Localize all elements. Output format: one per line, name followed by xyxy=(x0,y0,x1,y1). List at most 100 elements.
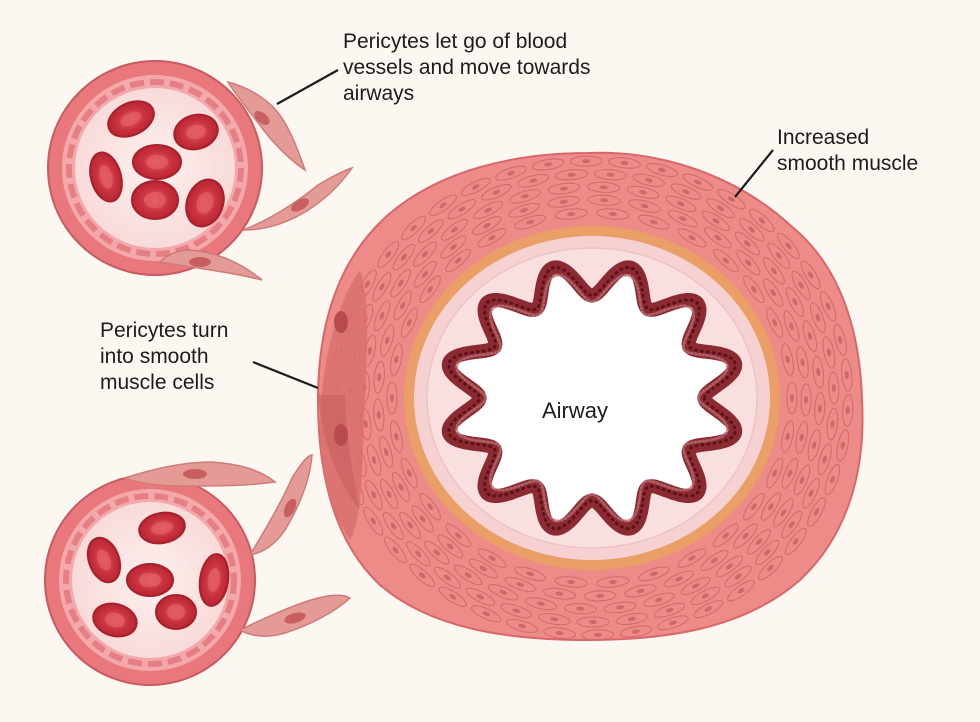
muscle-cell xyxy=(836,429,850,462)
muscle-nucleus xyxy=(479,565,487,572)
muscle-nucleus xyxy=(658,167,666,173)
muscle-cell xyxy=(603,601,637,614)
muscle-nucleus xyxy=(371,491,377,499)
muscle-cell xyxy=(563,603,597,615)
muscle-nucleus xyxy=(608,579,617,585)
muscle-cell xyxy=(638,214,670,230)
muscle-nucleus xyxy=(722,532,730,539)
muscle-nucleus xyxy=(367,346,372,355)
muscle-nucleus xyxy=(798,281,804,289)
muscle-nucleus xyxy=(600,198,609,203)
muscle-nucleus xyxy=(845,406,850,415)
muscle-cell xyxy=(400,307,418,339)
muscle-cell xyxy=(767,242,791,269)
muscle-nucleus xyxy=(419,515,426,523)
muscle-nucleus xyxy=(704,606,712,612)
muscle-cell xyxy=(793,464,811,496)
muscle-nucleus xyxy=(422,270,429,278)
muscle-nucleus xyxy=(758,217,766,224)
muscle-nucleus xyxy=(780,509,787,517)
muscle-cell xyxy=(393,290,412,321)
muscle-nucleus xyxy=(644,178,653,183)
muscle-cell xyxy=(504,576,536,593)
muscle-nucleus xyxy=(390,394,394,402)
leader-line-pericytes-leave xyxy=(276,69,339,105)
muscle-nucleus xyxy=(383,448,389,456)
muscle-nucleus xyxy=(750,285,757,293)
muscle-nucleus xyxy=(415,550,422,557)
label-line: airways xyxy=(343,82,415,105)
muscle-cell xyxy=(817,443,832,476)
muscle-cell xyxy=(690,586,721,606)
muscle-nucleus xyxy=(825,302,831,311)
muscle-nucleus xyxy=(714,234,722,241)
muscle-cell xyxy=(477,548,507,568)
muscle-nucleus xyxy=(830,420,835,429)
pericyte-merging-into-wall xyxy=(318,270,368,540)
muscle-nucleus xyxy=(822,455,827,464)
muscle-cell xyxy=(766,457,784,489)
muscle-nucleus xyxy=(418,572,426,579)
label-line: Increased xyxy=(777,126,870,149)
muscle-nucleus xyxy=(537,601,545,606)
muscle-cell xyxy=(445,248,472,273)
muscle-cell xyxy=(440,218,469,241)
muscle-cell xyxy=(677,228,707,248)
muscle-cell xyxy=(379,479,399,510)
muscle-cell xyxy=(800,260,821,290)
muscle-nucleus xyxy=(450,244,457,251)
muscle-nucleus xyxy=(734,573,742,580)
muscle-nucleus xyxy=(655,597,663,602)
muscle-nucleus xyxy=(838,336,843,344)
muscle-nucleus xyxy=(745,259,752,266)
muscle-nucleus xyxy=(737,587,745,594)
muscle-nucleus xyxy=(499,589,507,595)
muscle-cell xyxy=(445,523,472,548)
muscle-cell xyxy=(382,512,404,540)
muscle-nucleus xyxy=(792,298,798,306)
muscle-nucleus xyxy=(398,483,404,491)
muscle-cell xyxy=(470,605,502,623)
muscle-cell xyxy=(391,472,410,502)
muscle-nucleus xyxy=(675,576,683,582)
leader-lines xyxy=(252,69,774,390)
muscle-nucleus xyxy=(458,206,466,212)
muscle-cell xyxy=(596,576,630,588)
muscle-nucleus xyxy=(559,199,568,204)
muscle-nucleus xyxy=(406,319,412,327)
muscle-nucleus xyxy=(427,503,434,511)
muscle-cell xyxy=(734,231,761,256)
muscle-nucleus xyxy=(800,358,805,367)
muscle-nucleus xyxy=(464,572,472,578)
muscle-nucleus xyxy=(488,235,496,241)
muscle-cell xyxy=(795,421,809,454)
muscle-cell xyxy=(760,492,782,521)
label-line: muscle cells xyxy=(100,371,215,394)
muscle-nucleus xyxy=(816,368,821,376)
muscle-nucleus xyxy=(599,185,608,190)
muscle-nucleus xyxy=(785,355,790,364)
muscle-nucleus xyxy=(799,433,804,442)
muscle-nucleus xyxy=(370,517,376,525)
muscle-cell xyxy=(807,497,826,527)
muscle-cell xyxy=(413,241,437,268)
leader-line-smooth-muscle xyxy=(734,149,774,198)
muscle-nucleus xyxy=(727,196,735,202)
muscle-nucleus xyxy=(394,432,399,441)
blood-vessel-top xyxy=(47,60,354,281)
muscle-nucleus xyxy=(831,384,836,393)
muscle-cell xyxy=(401,215,427,241)
muscle-nucleus xyxy=(767,564,774,572)
muscle-nucleus xyxy=(449,594,457,600)
muscle-nucleus xyxy=(694,179,702,185)
muscle-cell xyxy=(812,355,825,389)
muscle-nucleus xyxy=(379,283,385,291)
muscle-cell xyxy=(373,360,385,394)
muscle-cell xyxy=(514,566,546,582)
muscle-cell xyxy=(372,272,392,302)
muscle-cell xyxy=(373,300,391,332)
muscle-cell xyxy=(667,210,698,228)
muscle-cell xyxy=(724,565,752,588)
muscle-nucleus xyxy=(742,532,749,540)
muscle-nucleus xyxy=(377,373,382,382)
